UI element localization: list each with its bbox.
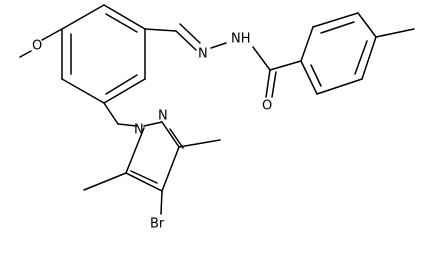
- pyrazole-n1-label: N: [134, 123, 144, 138]
- carbonyl-oxygen-label: O: [262, 99, 272, 114]
- atom-labels: O N NH O N N Br: [32, 32, 272, 232]
- bond-lines: [19, 4, 415, 215]
- imine-nitrogen-label: N: [198, 47, 208, 62]
- pyrazole-n2-label: N: [158, 109, 168, 124]
- hydrazide-nitrogen-label: NH: [231, 32, 251, 47]
- methoxy-oxygen-label: O: [32, 39, 42, 54]
- bromine-label: Br: [150, 217, 165, 232]
